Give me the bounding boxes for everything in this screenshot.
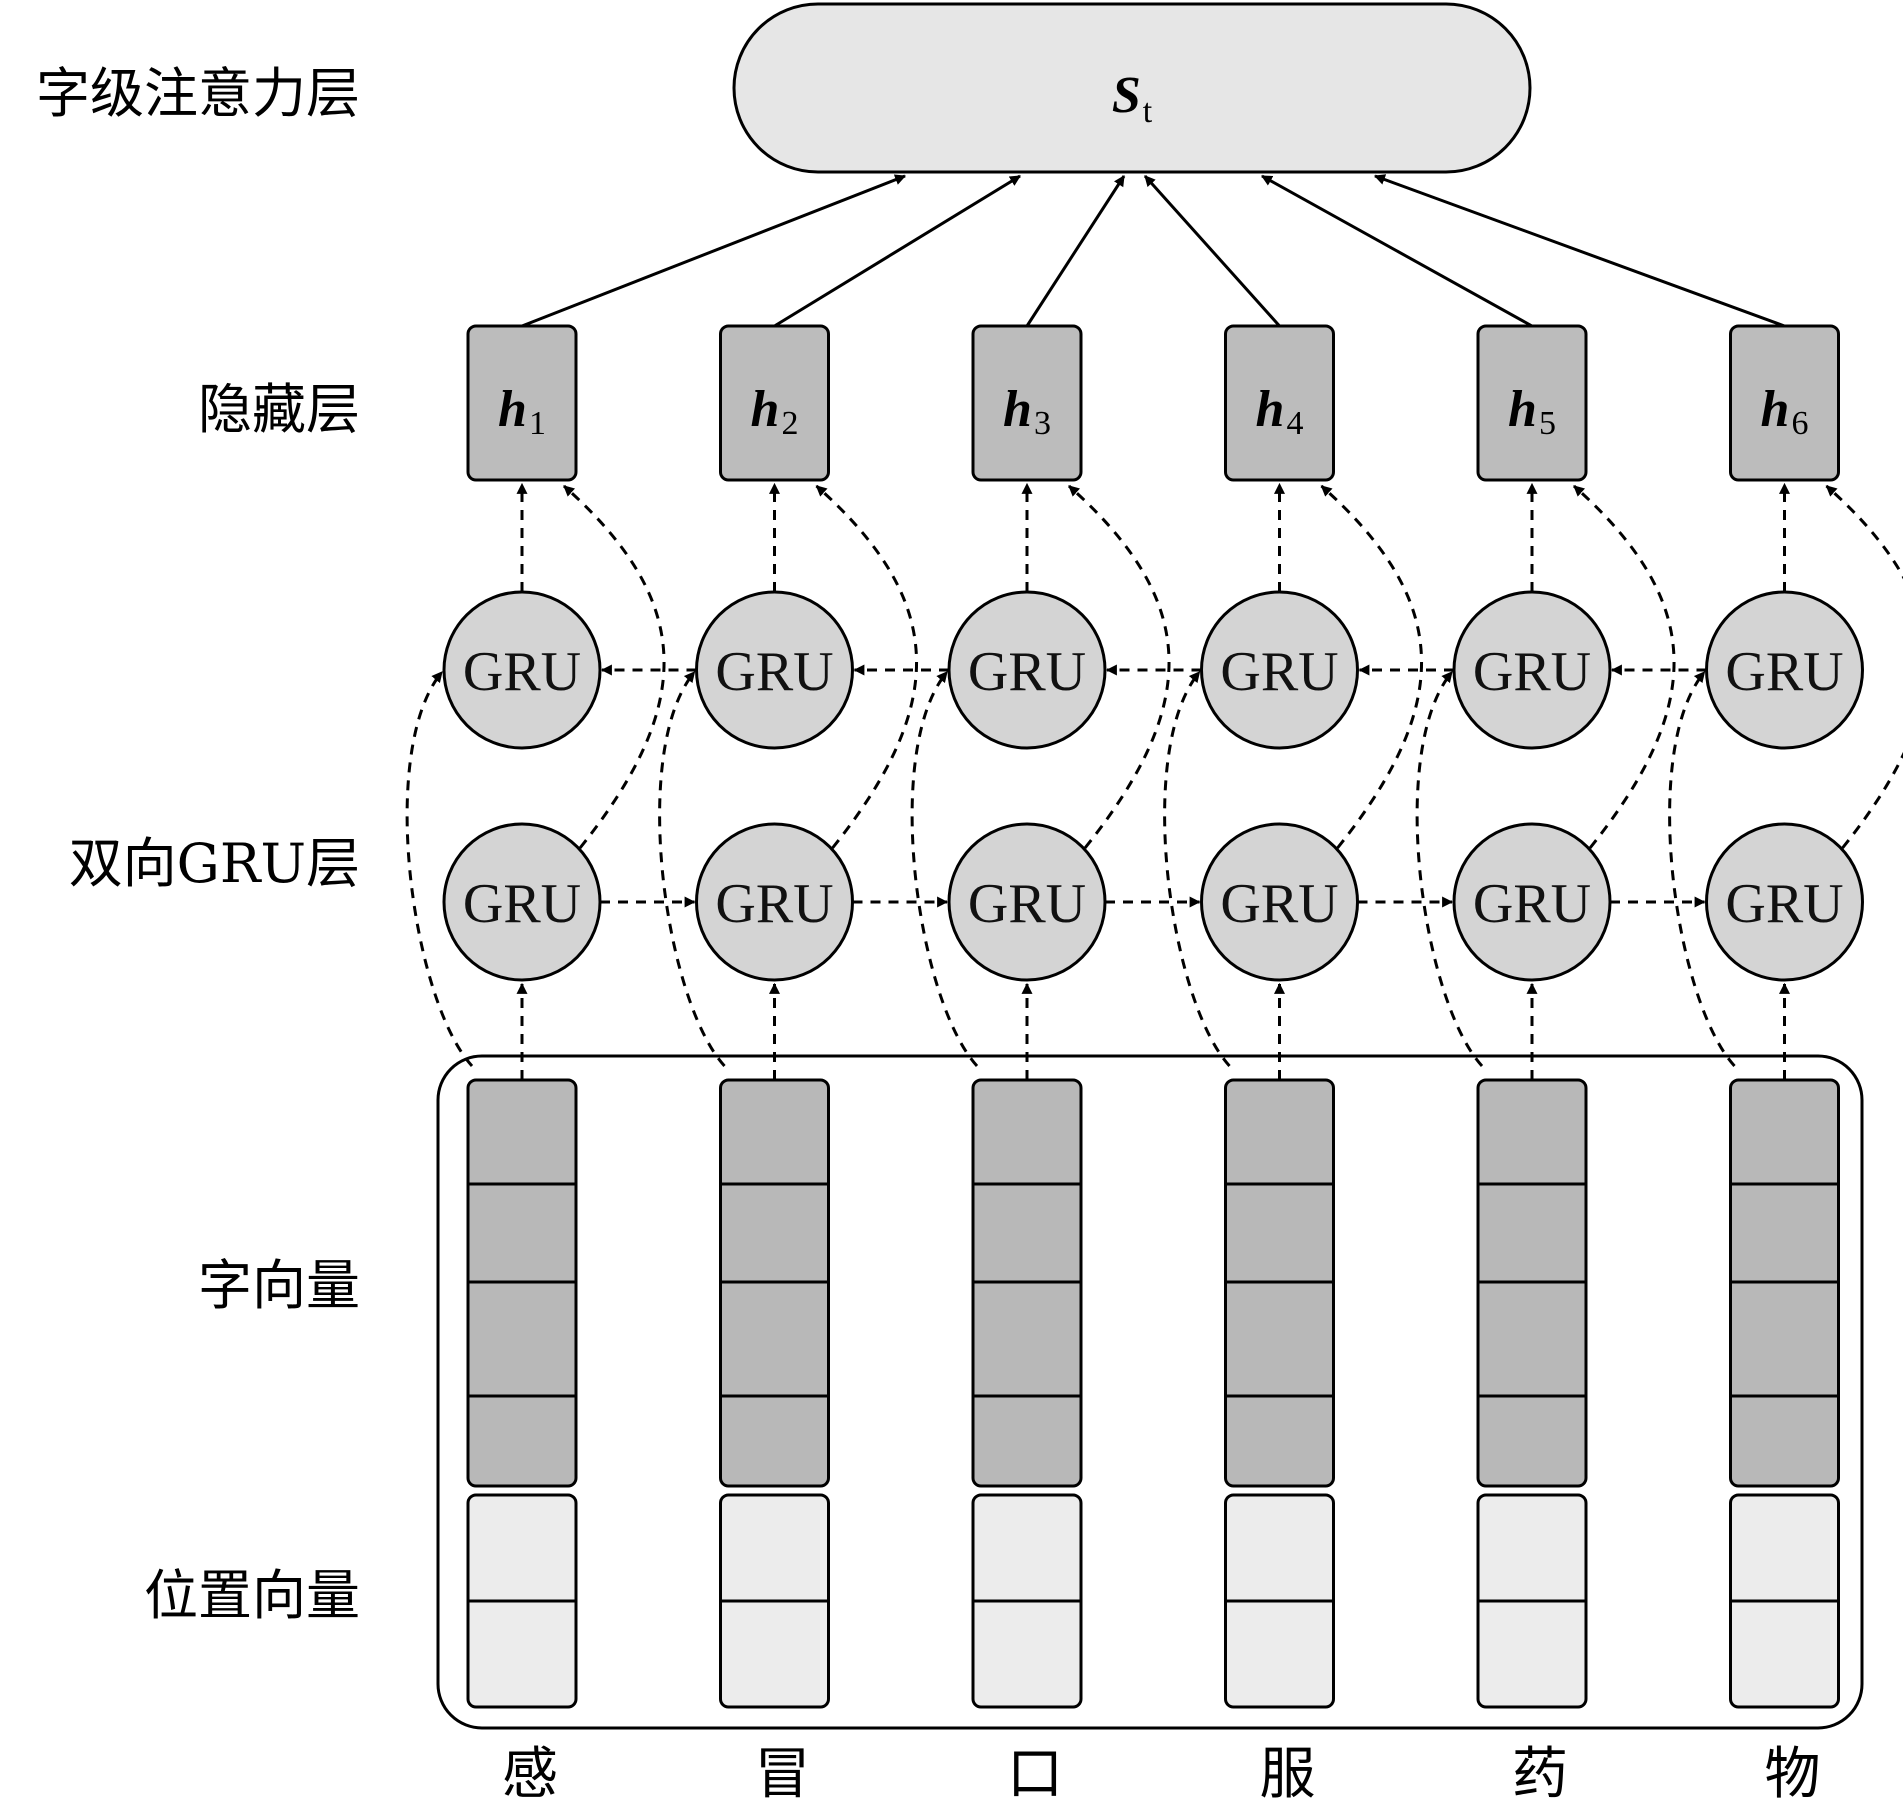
attention-symbol-letter: S [1112, 67, 1141, 124]
forward-gru-circle-1 [442, 822, 602, 982]
hidden-subscript-1: 1 [529, 405, 546, 442]
hidden-box-5 [1476, 324, 1588, 482]
forward-gru-circle-2 [695, 822, 854, 982]
backward-gru-circle-5 [1452, 590, 1612, 750]
forward-gru-label-2: GRU [715, 873, 833, 935]
backward-gru-circle-4 [1200, 590, 1359, 750]
hidden-box-6 [1729, 324, 1840, 482]
forward-gru-label-5: GRU [1473, 873, 1591, 935]
attention-symbol-subscript: t [1143, 93, 1153, 130]
hidden-label-3: h3 [1003, 381, 1051, 442]
attention-arrow-6 [1373, 174, 1786, 328]
forward-gru-to-hidden-arrow-3 [1068, 484, 1171, 849]
hidden-box-3 [971, 324, 1083, 482]
forward-gru-label-3: GRU [968, 873, 1086, 935]
backward-gru-circle-1 [442, 590, 602, 750]
hidden-box-1 [466, 324, 578, 482]
forward-gru-to-hidden-arrow-4 [1320, 484, 1423, 849]
char-label-5: 药 [1512, 1742, 1568, 1807]
hidden-layer-label: 隐藏层 [198, 378, 360, 441]
input-to-backward-gru-arrow-5 [1415, 671, 1484, 1068]
hidden-subscript-5: 5 [1539, 405, 1556, 442]
hidden-subscript-2: 2 [781, 405, 798, 442]
char-label-1: 感 [502, 1742, 558, 1807]
hidden-symbol-3: h [1003, 381, 1032, 438]
hidden-box-4 [1224, 324, 1335, 482]
attention-box [732, 2, 1532, 174]
hidden-label-4: h4 [1256, 381, 1304, 442]
attention-arrow-4 [1143, 174, 1281, 328]
backward-gru-label-4: GRU [1220, 641, 1338, 703]
char-vector-label: 字向量 [198, 1254, 360, 1317]
forward-gru-circle-5 [1452, 822, 1612, 982]
attention-symbol: St [1112, 67, 1153, 130]
forward-gru-to-hidden-arrow-2 [815, 484, 918, 849]
forward-gru-label-1: GRU [463, 873, 581, 935]
attention-layer-label: 字级注意力层 [36, 62, 360, 125]
forward-gru-to-hidden-arrow-5 [1573, 484, 1676, 849]
attention-arrow-2 [773, 174, 1021, 328]
backward-gru-label-5: GRU [1473, 641, 1591, 703]
backward-gru-label-6: GRU [1725, 641, 1843, 703]
attention-arrow-3 [1025, 175, 1126, 327]
nodes-layer: h1GRUGRU感h2GRUGRU冒h3GRUGRU口h4GRUGRU服h5GR… [442, 324, 1864, 1807]
input-to-backward-gru-arrow-2 [658, 671, 726, 1068]
backward-gru-circle-6 [1705, 590, 1864, 750]
forward-gru-circle-4 [1200, 822, 1359, 982]
hidden-subscript-4: 4 [1286, 405, 1303, 442]
hidden-symbol-1: h [498, 381, 527, 438]
forward-gru-circle-3 [947, 822, 1107, 982]
char-label-6: 物 [1765, 1742, 1821, 1807]
hidden-label-2: h2 [751, 381, 799, 442]
input-to-backward-gru-arrow-1 [405, 671, 474, 1068]
hidden-label-6: h6 [1761, 381, 1809, 442]
backward-gru-label-1: GRU [463, 641, 581, 703]
input-container [436, 1054, 1864, 1730]
hidden-label-1: h1 [498, 381, 546, 442]
input-to-backward-gru-arrow-4 [1163, 671, 1231, 1068]
attention-node: St [732, 2, 1532, 174]
char-label-2: 冒 [755, 1742, 811, 1807]
hidden-label-5: h5 [1508, 381, 1556, 442]
bigru-layer-label: 双向GRU层 [69, 832, 360, 895]
forward-gru-label-6: GRU [1725, 873, 1843, 935]
forward-gru-to-hidden-arrow-6 [1825, 484, 1903, 849]
backward-gru-label-3: GRU [968, 641, 1086, 703]
edges-layer [405, 174, 1903, 1080]
backward-gru-circle-2 [695, 590, 854, 750]
hidden-symbol-2: h [751, 381, 780, 438]
char-label-4: 服 [1260, 1742, 1316, 1807]
forward-gru-circle-6 [1705, 822, 1864, 982]
hidden-symbol-4: h [1256, 381, 1285, 438]
hidden-subscript-6: 6 [1791, 405, 1808, 442]
position-vector-label: 位置向量 [144, 1564, 360, 1627]
attention-arrow-1 [521, 174, 907, 328]
char-label-3: 口 [1007, 1742, 1063, 1807]
hidden-symbol-6: h [1761, 381, 1790, 438]
hidden-subscript-3: 3 [1034, 405, 1051, 442]
forward-gru-label-4: GRU [1220, 873, 1338, 935]
backward-gru-label-2: GRU [715, 641, 833, 703]
backward-gru-circle-3 [947, 590, 1107, 750]
forward-gru-to-hidden-arrow-1 [563, 484, 666, 849]
hidden-box-2 [719, 324, 830, 482]
hidden-symbol-5: h [1508, 381, 1537, 438]
attention-arrow-5 [1261, 174, 1533, 328]
input-to-backward-gru-arrow-3 [910, 671, 979, 1068]
input-to-backward-gru-arrow-6 [1668, 671, 1736, 1068]
